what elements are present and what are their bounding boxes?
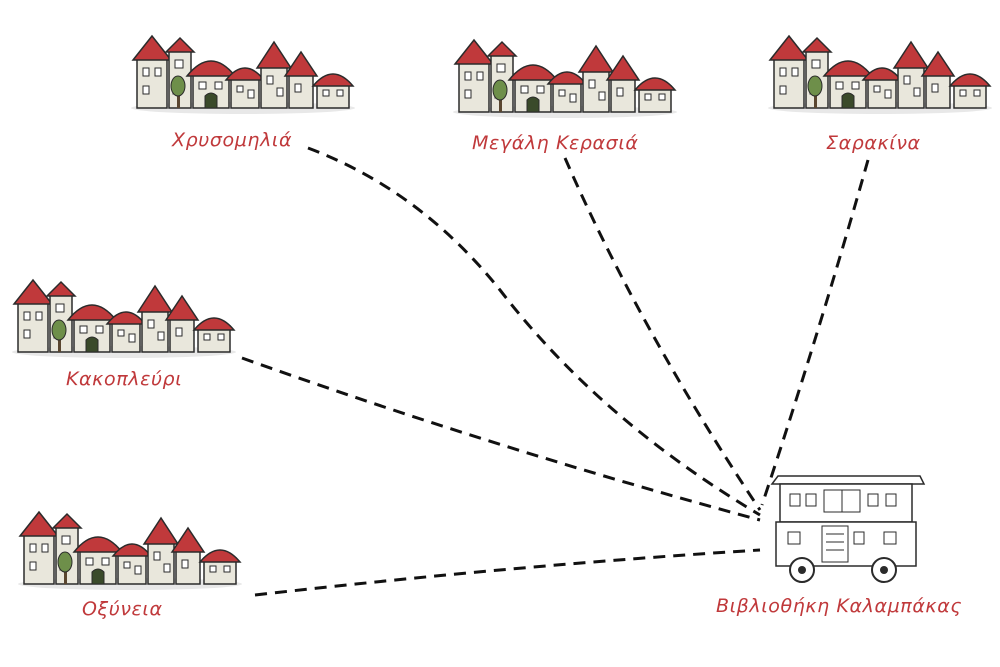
hub-label-library: Βιβλιοθήκη Καλαμπάκας [716,595,963,617]
village-label-sarakina: Σαρακίνα [826,132,921,154]
village-label-chrysomilia: Χρυσομηλιά [172,129,293,151]
route-kakoplevri [241,356,761,522]
village-megali-kerasia [452,39,678,119]
village-icon [130,35,356,115]
route-megali-kerasia [563,157,762,511]
mobile-library-trailer-icon [771,475,925,583]
village-icon [17,511,243,591]
route-sarakina [760,159,870,506]
village-icon [767,35,993,115]
village-label-oxyneia: Οξύνεια [82,598,163,620]
route-chrysomilia [307,146,761,517]
route-oxyneia [254,548,761,597]
village-label-kakoplevri: Κακοπλεύρι [66,368,183,390]
village-label-megali-kerasia: Μεγάλη Κερασιά [472,132,639,154]
village-oxyneia [17,511,243,591]
village-sarakina [767,35,993,115]
village-chrysomilia [130,35,356,115]
village-icon [11,279,237,359]
village-icon [452,39,678,119]
routes [241,146,870,597]
village-kakoplevri [11,279,237,359]
